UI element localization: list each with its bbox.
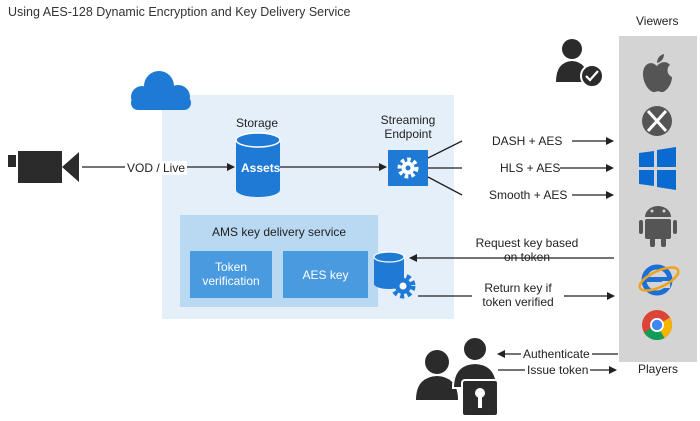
- streaming-endpoint-icon: [388, 150, 428, 186]
- diagram-title: Using AES-128 Dynamic Encryption and Key…: [8, 5, 351, 19]
- windows-icon: [639, 147, 676, 190]
- token-verification-box: [190, 251, 272, 298]
- internet-explorer-icon: [638, 264, 680, 296]
- verified-viewer-icon: [556, 39, 604, 88]
- apple-icon: [643, 54, 672, 93]
- token-verification-line2: verification: [202, 274, 260, 288]
- xbox-icon: [642, 106, 672, 136]
- smooth-aes-label: Smooth + AES: [489, 188, 568, 202]
- dash-fan-line: [427, 140, 463, 159]
- return-key-label: Return key if token verified: [472, 281, 564, 309]
- vod-live-label: VOD / Live: [125, 161, 188, 175]
- key-service-gear-icon: [390, 273, 416, 299]
- return-key-line2: token verified: [482, 295, 554, 309]
- ams-key-delivery-label: AMS key delivery service: [212, 225, 347, 239]
- aes-key-box: [283, 251, 368, 298]
- request-key-line1: Request key based: [475, 236, 579, 250]
- storage-label: Storage: [236, 116, 279, 130]
- dash-aes-label: DASH + AES: [492, 134, 563, 148]
- players-label: Players: [638, 362, 679, 376]
- token-verification-label: Token verification: [190, 260, 272, 288]
- viewers-label: Viewers: [636, 14, 679, 28]
- return-key-line1: Return key if: [484, 281, 552, 295]
- assets-label: Assets: [241, 161, 281, 175]
- streaming-endpoint-label: Streaming Endpoint: [372, 113, 444, 141]
- issue-token-label: Issue token: [525, 363, 591, 377]
- storage-database-icon: [235, 132, 281, 197]
- streaming-endpoint-line1: Streaming: [380, 113, 436, 127]
- smooth-fan-line: [427, 176, 463, 196]
- chrome-icon: [642, 310, 673, 341]
- request-key-line2: on token: [503, 250, 551, 264]
- hls-aes-label: HLS + AES: [500, 161, 561, 175]
- token-verification-line1: Token: [214, 260, 248, 274]
- identity-provider-icon: [416, 336, 499, 417]
- streaming-endpoint-line2: Endpoint: [384, 127, 432, 141]
- aes-key-label: AES key: [302, 268, 349, 282]
- android-icon: [639, 206, 677, 247]
- cloud-icon: [131, 71, 191, 110]
- video-camera-icon: [8, 151, 79, 183]
- authenticate-label: Authenticate: [521, 347, 592, 361]
- request-key-label: Request key based on token: [467, 236, 587, 264]
